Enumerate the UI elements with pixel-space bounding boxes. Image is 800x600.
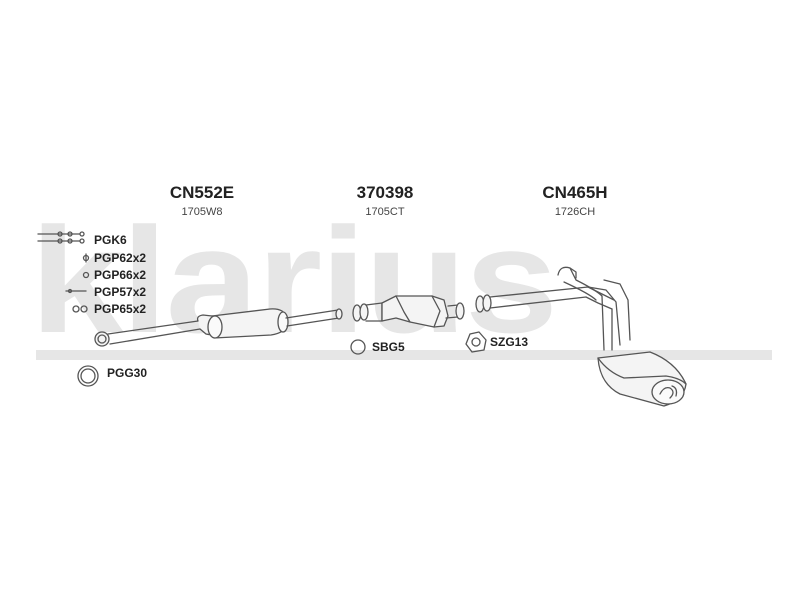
washer-icon	[72, 305, 88, 313]
group-sub-rear: 1726CH	[554, 206, 596, 218]
bolt-icon	[82, 253, 90, 263]
gasket-ring-icon	[77, 365, 99, 387]
brand-watermark: klarius	[30, 196, 558, 364]
accessory-label-szg13: SZG13	[490, 335, 529, 349]
accessory-label-sbg5: SBG5	[372, 340, 405, 354]
seal-ring-icon	[350, 339, 366, 355]
accessory-label-pgp62: PGP62x2	[94, 251, 147, 265]
accessory-label-pgp66: PGP66x2	[94, 268, 147, 282]
accessory-label-pgp57: PGP57x2	[94, 285, 147, 299]
front-pipe-silencer	[94, 308, 343, 347]
rear-pipe-silencer	[475, 266, 687, 407]
group-sub-cat: 1705CT	[365, 206, 405, 218]
group-sub-front: 1705W8	[181, 206, 223, 218]
clamp-kit-icon	[37, 231, 85, 244]
accessory-label-pgk6: PGK6	[94, 233, 127, 247]
accessory-label-pgp65: PGP65x2	[94, 302, 147, 316]
group-code-rear: CN465H	[542, 183, 608, 202]
nut-icon	[82, 271, 90, 279]
group-code-front: CN552E	[169, 183, 235, 202]
group-code-cat: 370398	[356, 183, 414, 202]
accessory-label-pgg30: PGG30	[107, 366, 148, 380]
catalytic-converter	[352, 295, 465, 328]
flange-gasket-icon	[465, 331, 487, 353]
watermark-underline	[36, 350, 772, 360]
stud-icon	[65, 288, 87, 294]
